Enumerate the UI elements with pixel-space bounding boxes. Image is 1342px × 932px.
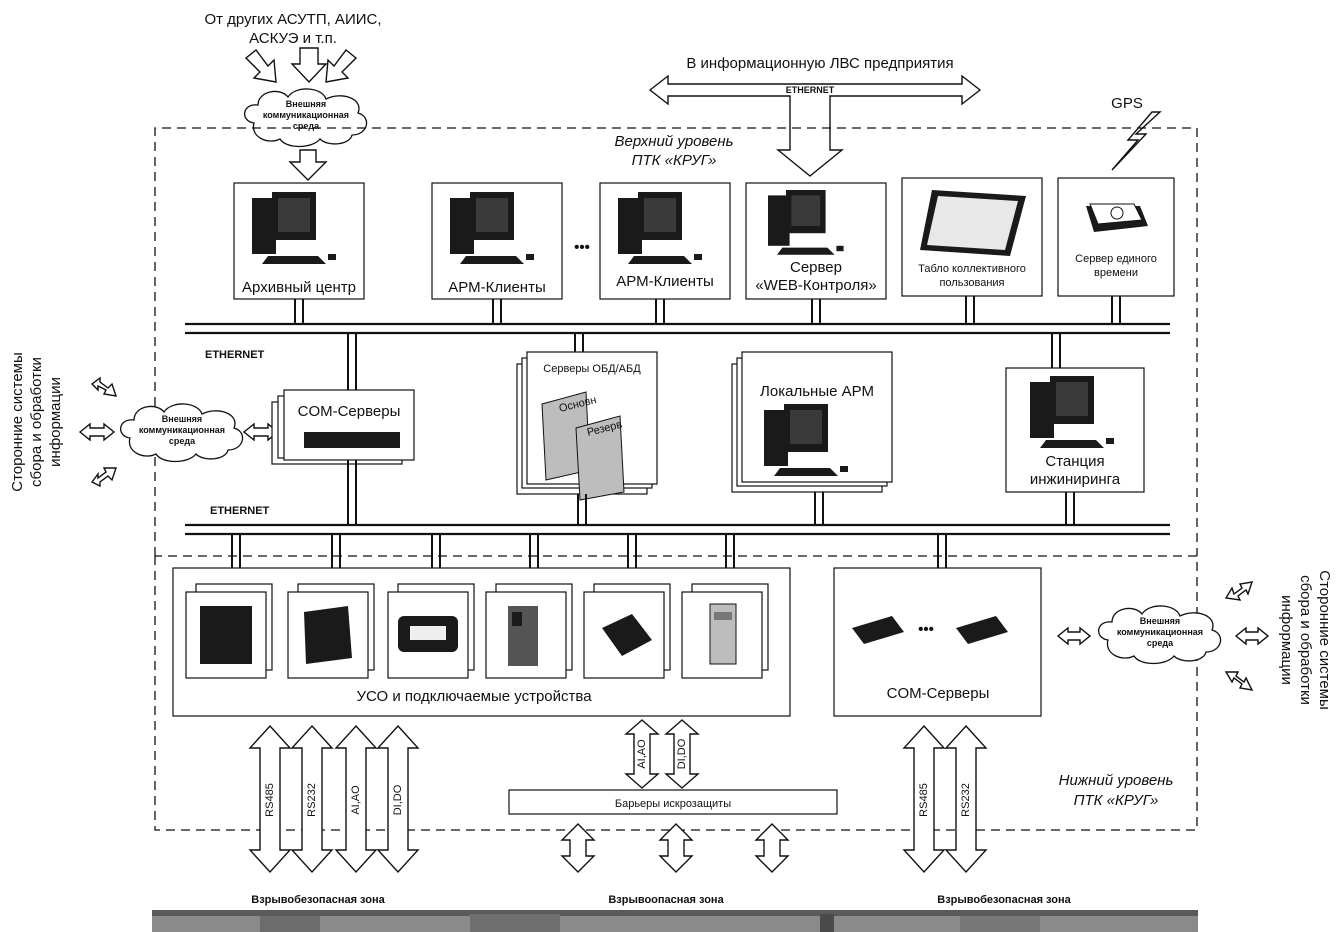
lower-zone-boundary <box>154 555 1198 831</box>
web-server-line1: Сервер <box>790 259 842 276</box>
cloud-right-label-1: Внешняя <box>1140 616 1180 626</box>
side-left-line2: сбора и обработки <box>28 357 45 487</box>
uso-devices <box>185 583 769 679</box>
uso-device-3 <box>387 583 475 679</box>
web-control-server: Сервер «WEB-Контроля» <box>745 182 887 300</box>
external-cloud-left: Внешняя коммуникационная среда <box>119 403 244 463</box>
time-server-line1: Сервер единого <box>1075 253 1157 265</box>
side-systems-left: Сторонние системы сбора и обработки инфо… <box>9 352 64 492</box>
clock-icon <box>1110 206 1124 220</box>
uso-device-5 <box>583 583 671 679</box>
uso-device-2 <box>287 583 375 679</box>
collective-display-panel: Табло коллективного пользования <box>901 177 1043 297</box>
local-arm-label: Локальные АРМ <box>760 383 874 400</box>
signal-mid-2: DI,DO <box>676 738 688 769</box>
gps-label: GPS <box>1111 95 1143 112</box>
upper-level-line2: ПТК «КРУГ» <box>632 152 717 169</box>
unified-time-server: Сервер единого времени <box>1057 177 1175 297</box>
ethernet-label-upper: ETHERNET <box>205 349 265 361</box>
cloud-right-label-3: среда <box>1147 638 1174 648</box>
cloud-left-label-3: среда <box>169 436 196 446</box>
local-arm: Локальные АРМ <box>731 351 893 493</box>
cloud-right-label-2: коммуникационная <box>1117 627 1203 637</box>
db-servers-label: Серверы ОБД/АБД <box>543 363 641 375</box>
top-sources-line1: От других АСУТП, АИИС, <box>204 11 381 28</box>
archive-center: Архивный центр <box>233 182 365 300</box>
uso-device-4 <box>485 583 573 679</box>
left-side-arrows <box>78 376 118 488</box>
time-server-line2: времени <box>1094 267 1138 279</box>
zone-safe-right: Взрывобезопасная зона <box>937 894 1071 906</box>
barrier-box: Барьеры искрозащиты <box>508 789 838 815</box>
ethernet-bus-upper <box>185 322 1170 335</box>
com-servers-upper-label: COM-Серверы <box>298 403 401 420</box>
engineering-station: Станция инжиниринга <box>1005 367 1145 493</box>
side-right-line2: сбора и обработки <box>1297 575 1314 705</box>
cloud-top-label-3: среда <box>293 121 320 131</box>
enterprise-lan-proto: ETHERNET <box>786 85 835 95</box>
signal-left-1: RS485 <box>264 783 276 817</box>
ethernet-bus-lower <box>185 523 1170 536</box>
external-cloud-right: Внешняя коммуникационная среда <box>1097 605 1222 665</box>
signal-arrows-left <box>248 724 420 874</box>
com-servers-upper: COM-Серверы <box>271 389 415 465</box>
eng-line2: инжиниринга <box>1030 471 1121 488</box>
eng-line1: Станция <box>1045 453 1104 470</box>
arm-clients-1-label: АРМ-Клиенты <box>448 279 545 296</box>
arm-clients-1: АРМ-Клиенты <box>431 182 563 300</box>
gps-signal-icon <box>1111 111 1162 171</box>
right-side-arrows <box>1224 581 1270 691</box>
signal-arrows-mid <box>624 719 700 789</box>
zone-hazard-mid: Взрывоопасная зона <box>608 894 724 906</box>
uso-device-1 <box>185 583 273 679</box>
db-servers: Серверы ОБД/АБД Основн Резерв <box>516 351 658 501</box>
side-left-line3: информации <box>47 377 64 467</box>
signal-right-2: RS232 <box>960 783 972 817</box>
web-server-line2: «WEB-Контроля» <box>755 277 876 294</box>
ground-band <box>152 910 1198 932</box>
side-right-line3: информации <box>1278 595 1295 685</box>
upper-level-line1: Верхний уровень <box>615 133 734 150</box>
zone-safe-left: Взрывобезопасная зона <box>251 894 385 906</box>
signal-right-1: RS485 <box>918 783 930 817</box>
arm-clients-2: АРМ-Клиенты <box>599 182 731 300</box>
ethernet-label-lower: ETHERNET <box>210 505 270 517</box>
cloud-left-label-2: коммуникационная <box>139 425 225 435</box>
cloud-to-archive-arrow <box>288 149 328 181</box>
side-right-line1: Сторонние системы <box>1316 570 1333 710</box>
arm-clients-2-label: АРМ-Клиенты <box>616 273 713 290</box>
signal-left-4: DI,DO <box>392 784 404 815</box>
upper-zone-boundary <box>154 127 1198 556</box>
lower-level-line1: Нижний уровень <box>1059 772 1174 789</box>
panel-line2: пользования <box>939 277 1004 289</box>
uso-device-6 <box>681 583 769 679</box>
cloud-left-label-1: Внешняя <box>162 414 202 424</box>
lower-level-line2: ПТК «КРУГ» <box>1074 792 1159 809</box>
side-systems-right: Сторонние системы сбора и обработки инфо… <box>1278 570 1333 710</box>
cloud-top-label-2: коммуникационная <box>263 110 349 120</box>
arm-dots: ••• <box>574 239 590 256</box>
barrier-label: Барьеры искрозащиты <box>615 798 731 810</box>
upper-bus-links <box>294 296 1121 392</box>
side-left-line1: Сторонние системы <box>9 352 26 492</box>
signal-mid-1: AI,AO <box>636 739 648 769</box>
signal-left-2: RS232 <box>306 783 318 817</box>
com-servers-lower: ••• COM-Серверы <box>833 567 1042 717</box>
com-lower-label: COM-Серверы <box>887 685 990 702</box>
external-cloud-top: Внешняя коммуникационная среда <box>243 88 368 148</box>
signal-left-3: AI,AO <box>350 785 362 815</box>
uso-label: УСО и подключаемые устройства <box>356 688 592 705</box>
top-sources-line2: АСКУЭ и т.п. <box>249 30 337 47</box>
incoming-arrows <box>244 47 358 84</box>
panel-line1: Табло коллективного <box>918 263 1026 275</box>
archive-center-label: Архивный центр <box>242 279 356 296</box>
enterprise-lan-label: В информационную ЛВС предприятия <box>686 55 953 72</box>
com-to-cloud-right-arrow <box>1056 626 1092 646</box>
com-lower-dots: ••• <box>918 621 934 638</box>
enterprise-lan-arrow <box>648 74 982 177</box>
cloud-top-label-1: Внешняя <box>286 99 326 109</box>
barrier-output-arrows <box>560 823 790 873</box>
signal-arrows-right <box>902 724 988 874</box>
